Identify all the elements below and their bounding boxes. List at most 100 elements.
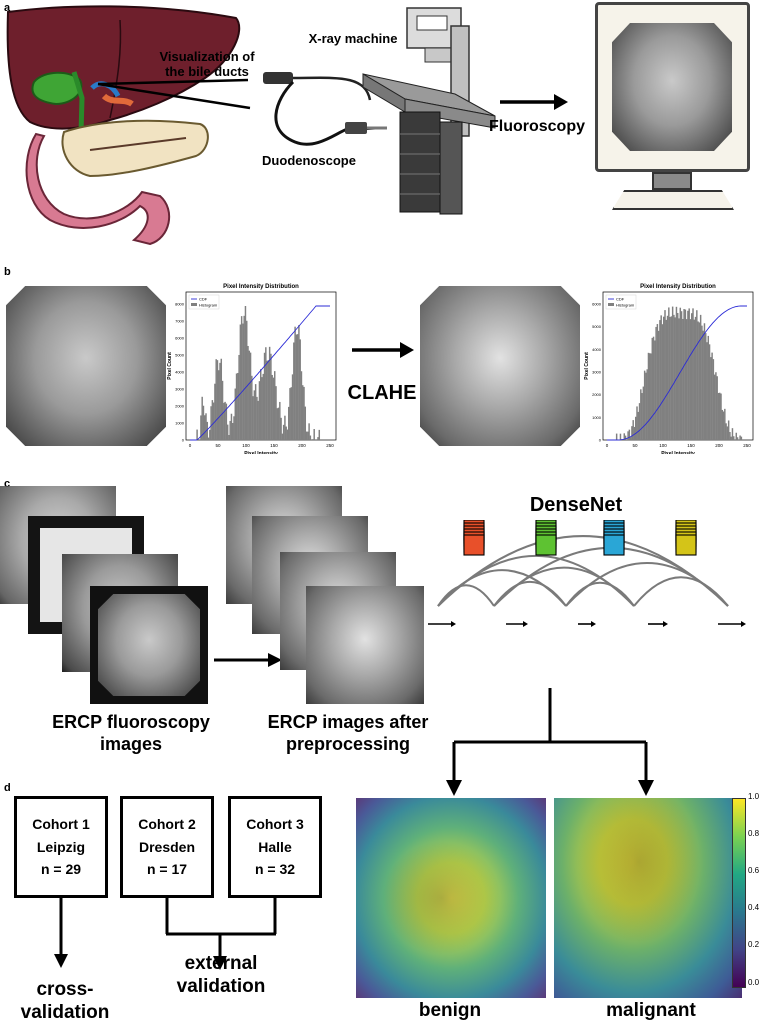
- panel-d-letter: d: [4, 782, 11, 794]
- hist-bar: [684, 309, 687, 440]
- hist-bar: [210, 406, 212, 440]
- hist-bar: [308, 423, 310, 440]
- hist-bar: [627, 431, 629, 440]
- hist-bar: [724, 408, 726, 440]
- hist-bar: [624, 435, 627, 440]
- hist-xtick: 200: [298, 443, 306, 448]
- hist-bar: [229, 420, 231, 440]
- hist-bar: [214, 383, 216, 440]
- hist-bar: [230, 413, 233, 440]
- hist-bar: [692, 308, 694, 440]
- hist-bar: [711, 352, 713, 440]
- hist-bar: [218, 370, 220, 440]
- hist-bar: [739, 435, 741, 440]
- dense-feature-map: [603, 534, 625, 556]
- hist-bar: [708, 344, 711, 440]
- cohort-1-site: Leipzig: [36, 838, 86, 855]
- legend-hist-swatch: [608, 303, 614, 306]
- cross-validation-label: cross-validation: [20, 979, 110, 1024]
- cohort-2-box: Cohort 2 Dresden n = 17: [120, 796, 214, 898]
- hist-bar: [694, 316, 697, 440]
- hist-bar: [710, 357, 712, 440]
- dense-connection: [633, 576, 729, 607]
- legend-cdf: CDF: [199, 297, 208, 302]
- hist-ytick: 5000: [592, 324, 602, 329]
- hist-ylabel: Pixel Count: [584, 352, 590, 380]
- hist-bar: [276, 408, 279, 440]
- clahe-label: CLAHE: [347, 382, 417, 404]
- hist-bar: [629, 437, 632, 440]
- colorbar-tick-6: 0.0: [748, 978, 760, 987]
- hist-bar: [211, 400, 214, 440]
- hist-bar: [267, 360, 270, 440]
- hist-bar: [272, 377, 275, 440]
- hist-bar: [312, 439, 314, 440]
- hist-xtick: 100: [659, 443, 667, 448]
- hist-bar: [275, 386, 277, 440]
- hist-xtick: 250: [326, 443, 334, 448]
- hist-xlabel: Pixel Intensity: [244, 451, 278, 454]
- hist-bar: [221, 380, 224, 440]
- cohort-1-name: Cohort 1: [32, 816, 90, 833]
- hist-bar: [299, 339, 301, 440]
- hist-title: Pixel Intensity Distribution: [223, 284, 299, 290]
- hist-bar: [307, 431, 309, 440]
- hist-xtick: 100: [242, 443, 250, 448]
- hist-bar: [268, 346, 271, 440]
- densenet-diagram: [428, 520, 746, 627]
- cohort-arrows: [54, 898, 277, 970]
- hist-bar: [291, 374, 294, 440]
- hist-bar: [200, 415, 202, 440]
- hist-bar: [693, 319, 696, 440]
- hist-bar: [270, 353, 272, 440]
- colorbar: [732, 798, 746, 988]
- hist-bar: [705, 333, 707, 440]
- hist-bar: [219, 362, 221, 440]
- hist-bar: [647, 352, 650, 440]
- hist-bar: [220, 358, 223, 440]
- hist-bar: [697, 321, 699, 440]
- cohort-2-site: Dresden: [138, 838, 196, 855]
- hist-bar: [224, 401, 226, 440]
- hist-bar: [286, 429, 289, 440]
- malignant-label: malignant: [606, 1000, 696, 1021]
- colorbar-tick-1: 1.0: [748, 792, 760, 801]
- hist-bar: [643, 370, 646, 440]
- hist-bar: [696, 310, 698, 440]
- hist-bar: [660, 315, 662, 440]
- hist-bar: [674, 317, 676, 440]
- hist-bar: [661, 324, 664, 440]
- cohort-2-name: Cohort 2: [138, 816, 196, 833]
- hist-bar: [663, 316, 665, 440]
- monitor-base: [612, 190, 734, 210]
- flow-arrowhead: [523, 621, 528, 627]
- hist-bar: [651, 337, 654, 440]
- hist-bar: [262, 373, 265, 440]
- hist-bar: [279, 401, 281, 440]
- hist-bar: [237, 372, 239, 440]
- hist-bar: [246, 320, 248, 440]
- hist-ytick: 6000: [592, 302, 602, 307]
- hist-bar: [730, 436, 732, 440]
- hist-bar: [641, 393, 643, 440]
- legend-hist: Histogram: [616, 303, 635, 308]
- hist-bar: [671, 306, 674, 440]
- legend-cdf: CDF: [616, 297, 625, 302]
- hist-bar: [654, 340, 656, 440]
- hist-bar: [216, 360, 219, 440]
- hist-xtick: 150: [687, 443, 695, 448]
- hist-bar: [717, 392, 720, 440]
- cohort-3-n: n = 32: [254, 861, 296, 878]
- hist-bar: [702, 330, 704, 440]
- hist-bar: [640, 389, 642, 440]
- hist-bar: [253, 390, 256, 440]
- hist-ytick: 7000: [175, 319, 185, 324]
- fluoroscopy-label: Fluoroscopy: [488, 118, 585, 135]
- dense-feature-map: [535, 534, 557, 556]
- hist-ytick: 4000: [592, 347, 602, 352]
- hist-bar: [206, 421, 209, 440]
- hist-xlabel: Pixel Intensity: [661, 451, 695, 454]
- hist-bar: [650, 353, 652, 440]
- hist-bar: [615, 433, 618, 440]
